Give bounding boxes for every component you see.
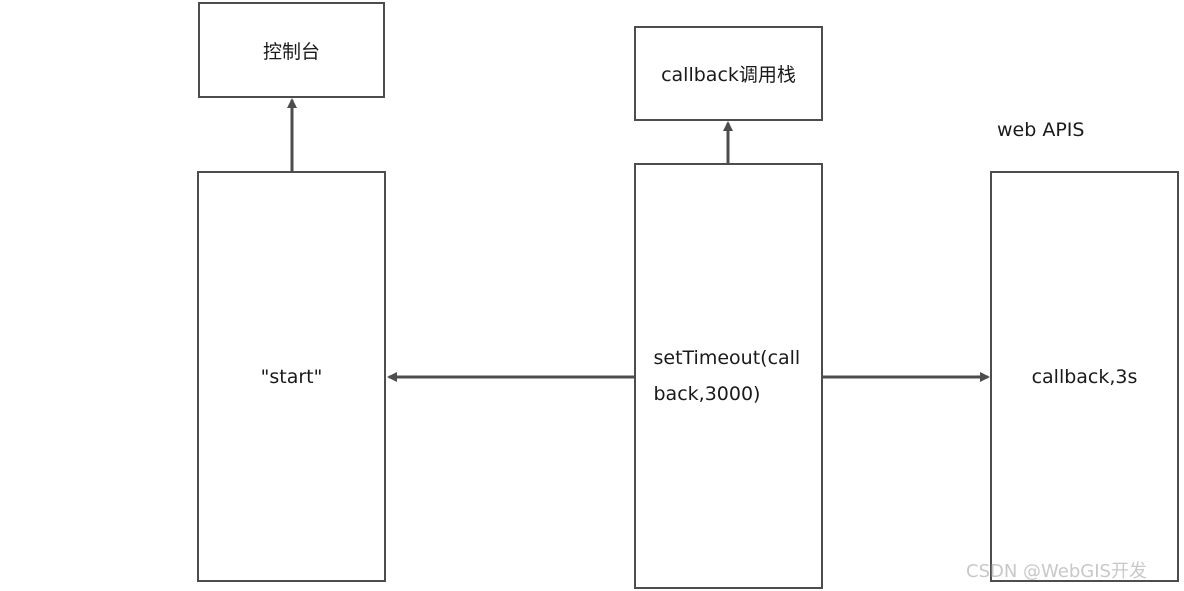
web-apis-column-label: callback,3s — [1031, 365, 1138, 388]
callback-stack-box: callback调用栈 — [634, 26, 823, 121]
callback-stack-box-label: callback调用栈 — [661, 64, 796, 86]
web-apis-title: web APIS — [997, 119, 1085, 141]
console-column: "start" — [197, 171, 386, 582]
console-box-label: 控制台 — [262, 40, 320, 63]
watermark: CSDN @WebGIS开发 — [966, 561, 1147, 582]
call-stack-column: setTimeout(callback,3000) — [634, 163, 823, 589]
console-box: 控制台 — [198, 2, 385, 98]
console-column-label: "start" — [260, 365, 323, 388]
web-apis-column: callback,3s — [990, 171, 1179, 582]
call-stack-column-label: setTimeout(callback,3000) — [653, 347, 801, 405]
